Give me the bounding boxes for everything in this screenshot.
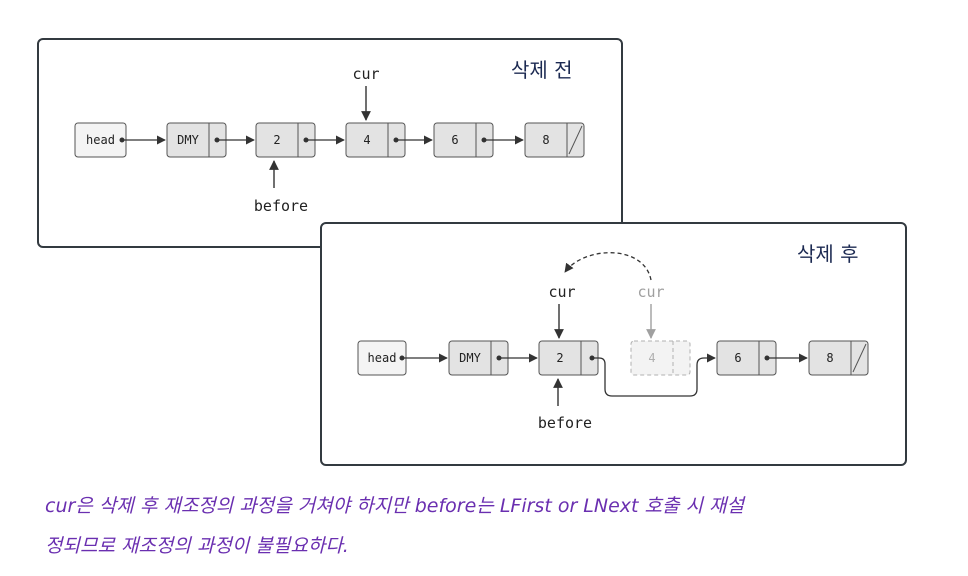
before-deletion-panel: 삭제 전 head DMY 2 — [37, 38, 623, 248]
node-2-label: 2 — [556, 351, 563, 365]
before-panel-title: 삭제 전 — [511, 58, 573, 82]
node-8-label: 8 — [542, 133, 549, 147]
before-label: before — [254, 197, 308, 215]
head-node: head — [74, 122, 127, 158]
null-pointer-slash — [852, 343, 867, 373]
removed-node-4: 4 — [630, 340, 691, 376]
after-diagram: head DMY 2 4 6 — [357, 252, 869, 432]
cur-label: cur — [352, 65, 379, 83]
caption: cur은 삭제 후 재조정의 과정을 거쳐야 하지만 before는 LFirs… — [45, 486, 945, 566]
node-6: 6 — [716, 340, 777, 376]
dummy-node: DMY — [448, 340, 509, 376]
null-pointer-slash — [568, 125, 583, 155]
node-8-label: 8 — [826, 351, 833, 365]
caption-line-2: 정되므로 재조정의 과정이 불필요하다. — [45, 535, 349, 557]
caption-line-1: cur은 삭제 후 재조정의 과정을 거쳐야 하지만 before는 LFirs… — [45, 495, 744, 517]
cur-label: cur — [548, 283, 575, 301]
node-2-label: 2 — [273, 133, 280, 147]
node-6-label: 6 — [734, 351, 741, 365]
old-cur-label: cur — [637, 283, 664, 301]
cur-move-arrow — [564, 252, 652, 281]
after-panel-title: 삭제 후 — [797, 242, 859, 266]
before-label: before — [538, 414, 592, 432]
dummy-node-label: DMY — [177, 133, 199, 147]
node-6-label: 6 — [451, 133, 458, 147]
node-8: 8 — [524, 122, 585, 158]
head-node-label: head — [86, 133, 115, 147]
removed-node-4-label: 4 — [648, 351, 655, 365]
node-2: 2 — [255, 122, 316, 158]
head-node: head — [357, 340, 407, 376]
node-2: 2 — [538, 340, 599, 376]
dummy-node: DMY — [166, 122, 227, 158]
after-deletion-panel: 삭제 후 head DMY 2 — [320, 222, 907, 466]
before-diagram: head DMY 2 4 6 — [74, 65, 585, 215]
head-node-label: head — [368, 351, 397, 365]
dummy-node-label: DMY — [459, 351, 481, 365]
node-8: 8 — [808, 340, 869, 376]
node-4-label: 4 — [363, 133, 370, 147]
bypass-link-arrow — [592, 353, 716, 397]
